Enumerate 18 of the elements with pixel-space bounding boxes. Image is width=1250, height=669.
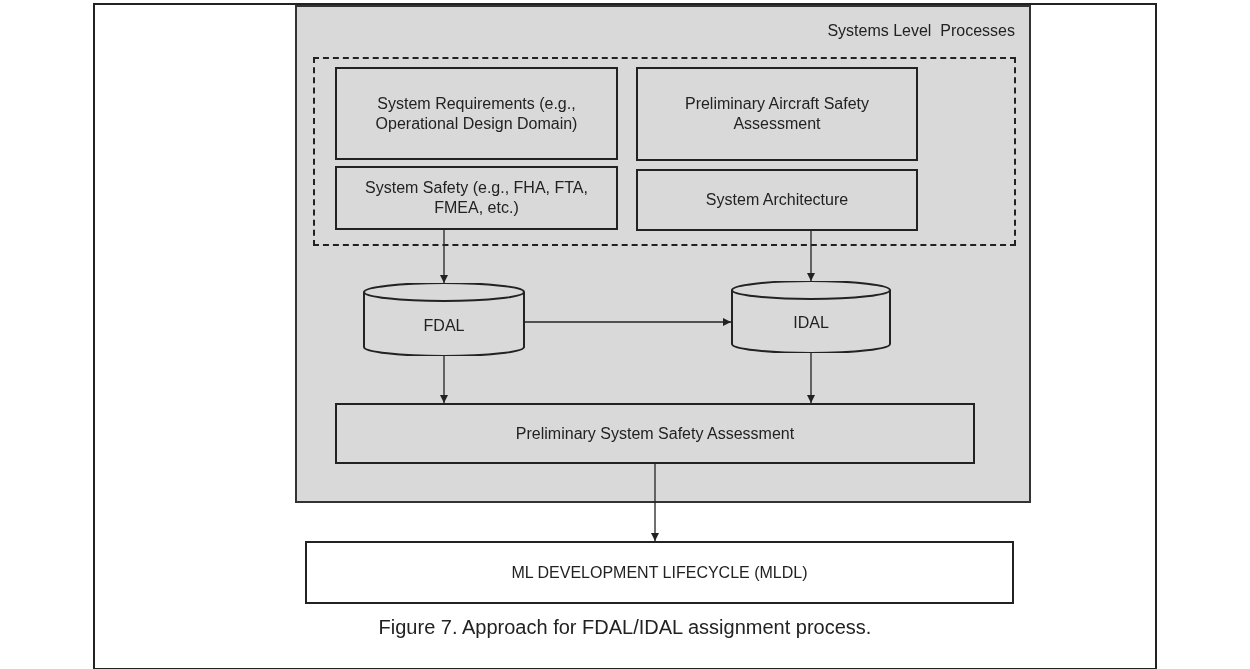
process-box: Preliminary Aircraft Safety Assessment [636, 67, 918, 161]
process-box: System Requirements (e.g., Operational Design Domain) [335, 67, 618, 160]
arrow [807, 230, 815, 282]
arrow [440, 355, 448, 404]
arrow [651, 463, 659, 542]
process-box: System Safety (e.g., FHA, FTA, FMEA, etc.) [335, 166, 618, 230]
process-box: System Architecture [636, 169, 918, 231]
arrow [807, 352, 815, 404]
process-box: ML DEVELOPMENT LIFECYCLE (MLDL) [305, 541, 1014, 604]
figure-caption: Figure 7. Approach for FDAL/IDAL assignment process. [378, 616, 872, 639]
dashed-group-box [313, 57, 1016, 246]
process-group-panel [295, 5, 1031, 503]
group-title: Systems Level Processes [827, 21, 1015, 41]
database-cylinder: FDAL [363, 283, 525, 356]
arrow [524, 318, 732, 326]
database-cylinder: IDAL [731, 281, 891, 353]
process-box: Preliminary System Safety Assessment [335, 403, 975, 464]
arrow [440, 229, 448, 284]
